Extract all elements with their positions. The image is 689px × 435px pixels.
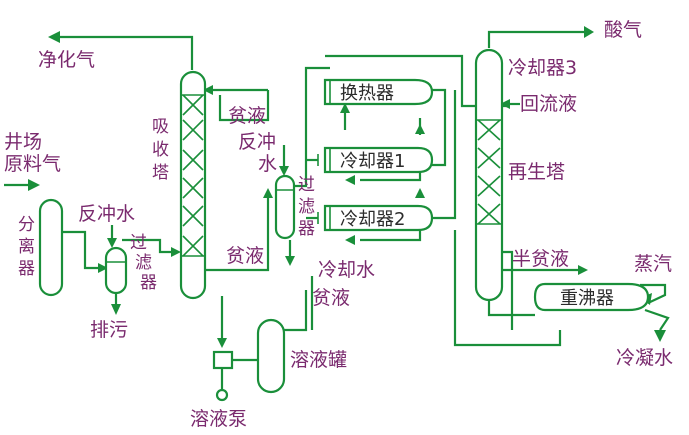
cooler-1 bbox=[317, 146, 434, 174]
condensate-label: 冷凝水 bbox=[616, 347, 673, 369]
pipe-cooler1-cw bbox=[360, 170, 422, 182]
filter-left-label-1: 过 bbox=[130, 233, 147, 253]
regenerator-packing bbox=[476, 119, 502, 225]
arrow-cooler1-cw bbox=[345, 175, 355, 185]
cooling-water-label: 冷却水 bbox=[318, 259, 375, 281]
absorber-tower bbox=[179, 70, 207, 300]
pipe-condensate bbox=[644, 308, 670, 331]
pipe-lean-top-down bbox=[218, 90, 270, 122]
heat-exchanger bbox=[323, 78, 434, 106]
absorber-label-2: 收 bbox=[152, 140, 169, 160]
arrow-blowdown bbox=[111, 304, 121, 315]
absorber-label-1: 吸 bbox=[152, 117, 169, 137]
separator-label-2: 离 bbox=[18, 237, 35, 257]
left-filter-vessel bbox=[104, 246, 128, 295]
pipe-cooler-right-loop bbox=[432, 90, 457, 220]
arrow-hx-in bbox=[415, 124, 425, 134]
blowdown-label: 排污 bbox=[90, 319, 128, 341]
cooler-2-label: 冷却器2 bbox=[340, 209, 405, 230]
arrow-hx-down bbox=[340, 103, 350, 113]
absorber-packing bbox=[181, 94, 205, 257]
reflux-label: 回流液 bbox=[520, 93, 577, 115]
absorber-label-3: 塔 bbox=[152, 163, 169, 183]
arrow-filter-right-bottom bbox=[285, 256, 295, 266]
lean-liquid-mid-label: 贫液 bbox=[226, 245, 264, 267]
arrow-purified-gas bbox=[48, 31, 60, 43]
arrow-backwash-right bbox=[279, 166, 289, 176]
pipe-steam bbox=[640, 283, 667, 304]
filter-right-label-1: 过 bbox=[298, 175, 315, 195]
pipe-filter-to-absorber bbox=[122, 238, 172, 254]
arrow-cooler2-cw bbox=[345, 235, 355, 245]
separator-label-1: 分 bbox=[18, 215, 35, 235]
filter-left-label-3: 器 bbox=[140, 273, 157, 293]
backwash-left-label: 反冲水 bbox=[78, 203, 135, 225]
pipe-acid-gas bbox=[487, 30, 585, 48]
filter-right-label-2: 滤 bbox=[298, 197, 315, 217]
cooler-3-label: 冷却器3 bbox=[508, 57, 577, 79]
filter-right-label-3: 器 bbox=[298, 219, 315, 239]
pipe-hx-right bbox=[430, 88, 447, 167]
cooler-2 bbox=[317, 204, 434, 232]
acid-gas-label: 酸气 bbox=[604, 19, 642, 41]
backwash-right-label-1: 反冲 bbox=[238, 131, 276, 153]
arrow-raw-gas bbox=[28, 179, 40, 191]
wellsite-label-2: 原料气 bbox=[4, 153, 61, 175]
arrow-condensate bbox=[654, 330, 666, 342]
purified-gas-label: 净化气 bbox=[38, 49, 95, 71]
filter-left-label-2: 滤 bbox=[135, 253, 152, 273]
reboiler bbox=[533, 282, 650, 312]
regenerator-label: 再生塔 bbox=[508, 161, 565, 183]
steam-label: 蒸汽 bbox=[634, 253, 672, 275]
arrow-rich-down bbox=[217, 338, 227, 348]
solution-pump bbox=[212, 350, 234, 402]
labels: 净化气 井场 原料气 分 离 器 反冲水 过 滤 器 排污 吸 收 塔 贫液 反… bbox=[4, 19, 673, 430]
regenerator-tower bbox=[474, 48, 504, 302]
wellsite-label-1: 井场 bbox=[4, 131, 42, 153]
arrow-backwash-left bbox=[107, 238, 117, 248]
lean-liquid-low-label: 贫液 bbox=[312, 287, 350, 309]
backwash-right-label-2: 水 bbox=[258, 153, 277, 175]
arrow-cooler2-up bbox=[415, 188, 425, 198]
pipe-network bbox=[4, 26, 670, 390]
pipe-reboiler-return bbox=[500, 250, 514, 330]
separator-label-3: 器 bbox=[18, 259, 35, 279]
lean-liquid-top-label: 贫液 bbox=[228, 105, 266, 127]
arrow-into-left-filter bbox=[98, 263, 108, 273]
right-filter-vessel bbox=[274, 174, 296, 240]
pipe-rich-out bbox=[205, 195, 270, 272]
cooler-1-label: 冷却器1 bbox=[340, 151, 405, 172]
arrow-semi-lean bbox=[578, 265, 588, 275]
reboiler-label: 重沸器 bbox=[560, 288, 614, 309]
separator-vessel bbox=[38, 198, 64, 297]
solution-pump-label: 溶液泵 bbox=[190, 408, 247, 430]
solution-tank-label: 溶液罐 bbox=[290, 349, 347, 371]
pipe-reboiler-out bbox=[453, 260, 562, 347]
heat-exchanger-label: 换热器 bbox=[340, 83, 394, 104]
arrow-reflux bbox=[500, 99, 510, 109]
semi-lean-label: 半贫液 bbox=[512, 248, 569, 270]
arrow-acid-gas bbox=[584, 26, 594, 38]
arrow-lean-top bbox=[203, 85, 213, 95]
pipe-cooler2-cw bbox=[360, 230, 422, 242]
pipe-lean-low bbox=[280, 290, 308, 332]
pipe-regen-bottom bbox=[487, 300, 535, 317]
arrow-into-absorber bbox=[171, 247, 181, 257]
pipe-purified-gas bbox=[58, 35, 194, 70]
pipe-filter-right-out bbox=[294, 66, 330, 188]
arrow-rich-out bbox=[263, 188, 273, 198]
solution-tank bbox=[256, 318, 286, 394]
